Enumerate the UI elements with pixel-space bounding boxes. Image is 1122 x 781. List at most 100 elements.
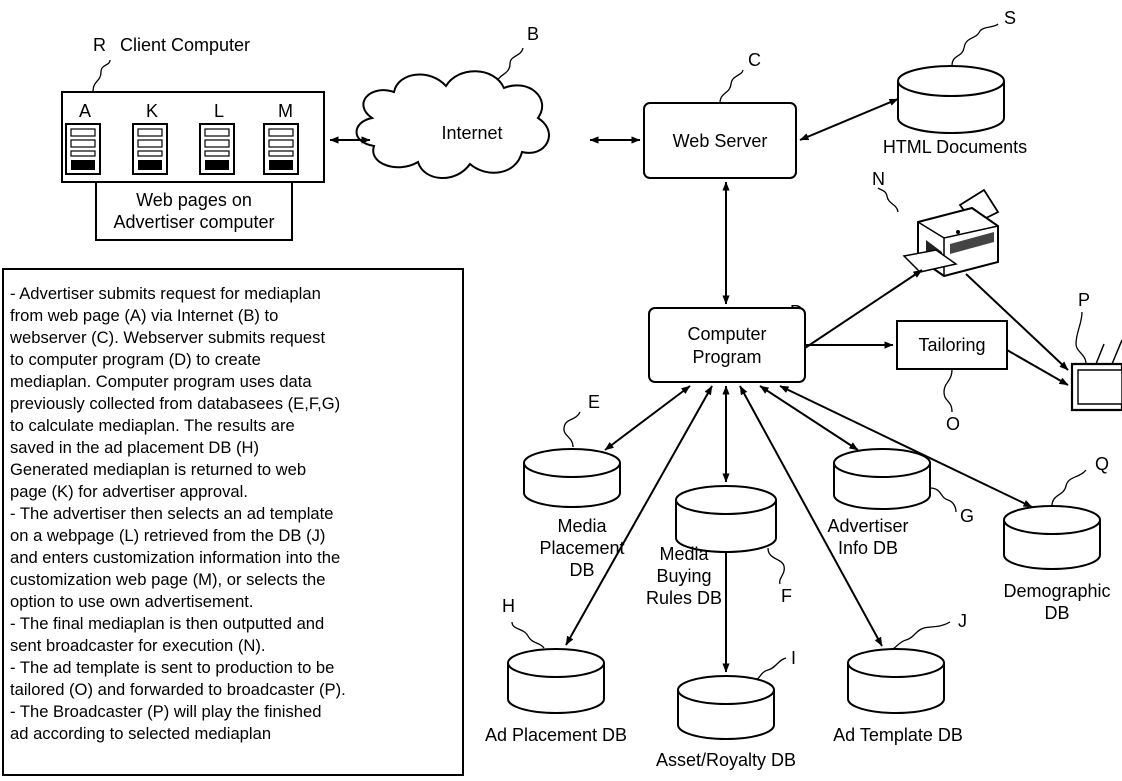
description-line: ad according to selected mediaplan	[10, 724, 272, 743]
leader-B	[496, 47, 524, 85]
printer-icon: N	[872, 169, 1000, 278]
ref-label-J: J	[958, 611, 967, 631]
media-placement-label-line3: DB	[569, 560, 594, 580]
advertiser-info-label-line2: Info DB	[838, 538, 898, 558]
arrow-program-advertiser-info	[759, 385, 859, 451]
web-pages-label-line2: Advertiser computer	[113, 212, 274, 232]
ref-label-S: S	[1004, 8, 1016, 28]
media-placement-label-line2: Placement	[539, 538, 624, 558]
arrow-program-media-placement	[604, 385, 691, 451]
description-line: to computer program (D) to create	[10, 350, 261, 369]
internet-cloud	[355, 70, 550, 179]
advertiser-info-db: Advertiser Info DB G	[827, 448, 974, 558]
ref-label-N: N	[872, 169, 885, 189]
ref-label-I: I	[791, 648, 796, 668]
demographic-label-line2: DB	[1044, 603, 1069, 623]
description-line: previously collected from databasees (E,…	[10, 394, 341, 413]
description-line: tailored (O) and forwarded to broadcaste…	[10, 680, 346, 699]
description-line: webserver (C). Webserver submits request	[10, 328, 326, 347]
ref-label-A: A	[79, 101, 91, 121]
media-buying-label-line1: Media	[659, 544, 709, 564]
ref-label-C: C	[748, 50, 761, 70]
ref-label-E: E	[588, 392, 600, 412]
computer-program-label-line1: Computer	[687, 324, 766, 344]
web-page-M-icon	[263, 123, 299, 175]
ref-label-B: B	[527, 24, 539, 44]
leader-C	[719, 69, 744, 104]
media-buying-rules-db: Media Buying Rules DB F	[646, 485, 792, 608]
leader-F	[767, 547, 785, 585]
description-line: sent broadcaster for execution (N).	[10, 636, 266, 655]
media-buying-label-line3: Rules DB	[646, 588, 722, 608]
ref-label-R: R	[93, 35, 106, 55]
web-server-box	[643, 102, 797, 179]
description-line: - The Broadcaster (P) will play the fini…	[10, 702, 322, 721]
asset-royalty-label: Asset/Royalty DB	[656, 750, 796, 770]
description-line: and enters customization information int…	[10, 548, 341, 567]
arrow-program-ad-placement	[565, 385, 713, 646]
html-documents-db: S HTML Documents	[883, 8, 1027, 157]
leader-O	[943, 368, 953, 413]
computer-program-label-line2: Program	[692, 347, 761, 367]
html-documents-label: HTML Documents	[883, 137, 1027, 157]
arrow-program-ad-template	[739, 385, 883, 647]
tailoring-node: Tailoring O	[896, 320, 1008, 434]
web-page-L-icon	[199, 123, 235, 175]
arrow-webserver-html	[799, 98, 899, 141]
tailoring-label: Tailoring	[918, 335, 985, 355]
ad-placement-label: Ad Placement DB	[485, 725, 627, 745]
description-line: on a webpage (L) retrieved from the DB (…	[10, 526, 326, 545]
ref-label-H: H	[502, 596, 515, 616]
arrow-program-printer	[804, 269, 923, 349]
leader-R	[92, 59, 111, 93]
broadcaster-tv-icon: P	[1070, 290, 1122, 412]
web-page-K-icon	[132, 123, 168, 175]
ad-placement-db: H Ad Placement DB	[485, 596, 627, 745]
media-placement-db: E Media Placement DB	[523, 392, 625, 580]
leader-H	[511, 621, 545, 649]
ad-template-db: J Ad Template DB	[833, 611, 967, 745]
ref-label-F: F	[781, 586, 792, 606]
description-line: page (K) for advertiser approval.	[10, 482, 248, 501]
media-placement-label-line1: Media	[557, 516, 607, 536]
description-line: - The ad template is sent to production …	[10, 658, 335, 677]
arrow-tailoring-tv	[1006, 349, 1069, 386]
client-computer-label: Client Computer	[120, 35, 250, 55]
description-line: - Advertiser submits request for mediapl…	[10, 284, 321, 303]
ref-label-K: K	[146, 101, 158, 121]
demographic-db: Q Demographic DB	[1003, 454, 1111, 623]
asset-royalty-db: I Asset/Royalty DB	[656, 648, 796, 770]
leader-Q	[1051, 469, 1087, 507]
ref-label-L: L	[214, 101, 224, 121]
advertiser-info-label-line1: Advertiser	[827, 516, 908, 536]
web-pages-label-line1: Web pages on	[136, 190, 252, 210]
client-computer: R Client Computer A K L M	[61, 35, 325, 241]
description-line: mediaplan. Computer program uses data	[10, 372, 312, 391]
web-server-label: Web Server	[673, 131, 768, 151]
description-line: - The final mediaplan is then outputted …	[10, 614, 325, 633]
arrow-printer-tv	[965, 273, 1069, 371]
media-buying-label-line2: Buying	[656, 566, 711, 586]
description-line: to calculate mediaplan. The results are	[10, 416, 295, 435]
internet-label: Internet	[441, 123, 502, 143]
leader-N	[877, 187, 899, 213]
ref-label-P: P	[1078, 290, 1090, 310]
ref-label-G: G	[960, 506, 974, 526]
description-line: option to use own advertisement.	[10, 592, 254, 611]
process-description-box: - Advertiser submits request for mediapl…	[2, 268, 464, 776]
ref-label-O: O	[946, 414, 960, 434]
leader-P	[1075, 311, 1087, 365]
description-line: from web page (A) via Internet (B) to	[10, 306, 279, 325]
description-line: - The advertiser then selects an ad temp…	[10, 504, 334, 523]
leader-J	[887, 621, 951, 651]
connectors	[329, 98, 1069, 673]
leader-G	[929, 487, 957, 513]
ad-template-label: Ad Template DB	[833, 725, 963, 745]
demographic-label-line1: Demographic	[1003, 581, 1110, 601]
description-line: Generated mediaplan is returned to web	[10, 460, 307, 479]
web-server-node: C Web Server	[643, 50, 797, 179]
internet-node: B Internet	[355, 24, 550, 179]
leader-S	[951, 23, 999, 67]
ref-label-Q: Q	[1095, 454, 1109, 474]
